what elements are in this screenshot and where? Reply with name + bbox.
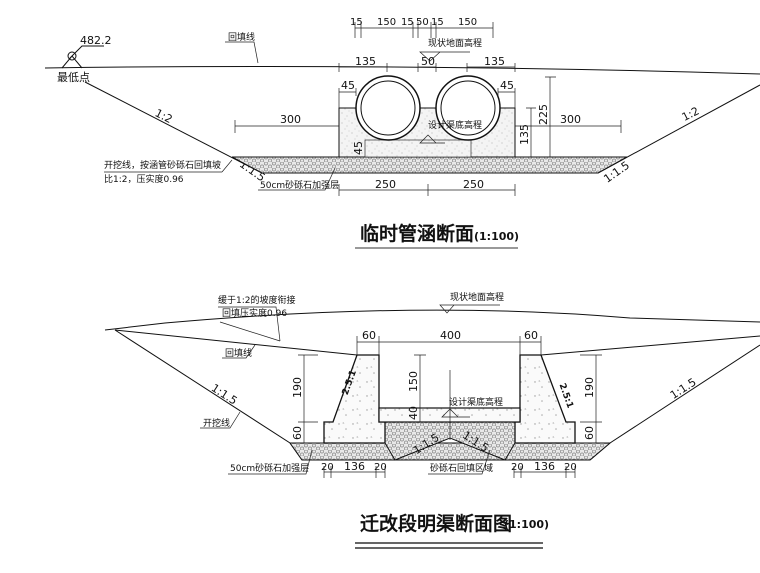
elevation-marker-icon [61, 45, 104, 69]
culvert-pipe-left [355, 75, 421, 141]
dim-20: 20 [374, 462, 387, 473]
dim-45-left: 45 [341, 79, 355, 92]
dim-250-right: 250 [463, 178, 484, 191]
left-excavation-line [114, 329, 303, 461]
right-fill-line [540, 335, 760, 356]
gravel-layer-label: 50cm砂砾石加强层 [260, 179, 339, 191]
slope-left-upper: 1:2 [153, 106, 175, 126]
dim-190-left: 190 [291, 377, 304, 398]
design-elevation-icon [441, 408, 470, 418]
ground-line [44, 65, 760, 75]
right-excavation-line [589, 344, 760, 461]
gravel-layer [231, 156, 628, 174]
dim-150: 150 [407, 371, 420, 392]
left-fill-line [114, 329, 358, 356]
dim-15: 15 [431, 17, 444, 28]
channel-section-scale: (1:100) [504, 518, 549, 531]
dim-45-right: 45 [500, 79, 514, 92]
elevation-triangle-icon [439, 304, 500, 314]
dim-20: 20 [511, 462, 524, 473]
ground-elevation-label: 现状地面高程 [428, 37, 482, 49]
dim-136: 136 [534, 460, 555, 473]
dim-45-vertical: 45 [352, 141, 365, 155]
culvert-pipe-right [435, 75, 501, 141]
dim-190-right: 190 [583, 377, 596, 398]
culvert-section-scale: (1:100) [474, 230, 519, 243]
design-elevation-icon [419, 134, 445, 144]
dim-135-left: 135 [355, 55, 376, 68]
excavation-line-label: 开挖线 [203, 417, 230, 429]
dim-50: 50 [416, 17, 429, 28]
dim-40: 40 [407, 406, 420, 420]
dim-15: 15 [401, 17, 414, 28]
channel-section-title: 迁改段明渠断面图 [360, 512, 512, 535]
dim-250-left: 250 [375, 178, 396, 191]
slope-right-upper: 1:2 [680, 104, 702, 124]
dim-150: 150 [458, 17, 477, 28]
slope-left: 1:1.5 [209, 381, 240, 407]
dim-60-left-vertical: 60 [291, 426, 304, 440]
elevation-value: 482.2 [80, 34, 112, 47]
top-dimension-chain: 15 150 15 50 15 150 [350, 17, 494, 38]
culvert-section-title: 临时管涵断面 [360, 222, 474, 245]
gravel-layer-label: 50cm砂砾石加强层 [230, 462, 309, 474]
dim-400: 400 [440, 329, 461, 342]
fill-line-label: 回填线 [228, 31, 255, 43]
dim-60-right-vertical: 60 [583, 426, 596, 440]
slope-right: 1:1.5 [668, 376, 699, 402]
transition-note: 缓于1:2的坡度衔接 [218, 294, 296, 306]
channel-section: 现状地面高程 缓于1:2的坡度衔接 回填压实度0.96 回填线 开挖线 1:1.… [104, 291, 760, 549]
elevation-triangle-icon [419, 51, 470, 62]
gravel-layer [289, 442, 612, 461]
left-retaining-wall [323, 354, 386, 444]
dim-15: 15 [350, 17, 363, 28]
dim-50-gap: 50 [421, 55, 435, 68]
culvert-section: 482.2 最低点 回填线 1:2 1:2 1:1.5 1:1.5 15 150… [44, 17, 760, 249]
dim-300-left: 300 [280, 113, 301, 126]
design-bottom-label: 设计渠底高程 [428, 119, 482, 131]
ground-elevation-label: 现状地面高程 [450, 291, 504, 303]
dim-60-right: 60 [524, 329, 538, 342]
dim-135-right: 135 [484, 55, 505, 68]
ground-line [104, 309, 760, 331]
dim-20: 20 [321, 462, 334, 473]
excavation-note-line1: 开挖线，按涵管砂砾石回填坡 [104, 159, 221, 171]
design-bottom-label: 设计渠底高程 [449, 396, 503, 408]
channel-floor [378, 407, 521, 423]
lowest-point-label: 最低点 [57, 71, 90, 84]
dim-60-left: 60 [362, 329, 376, 342]
dim-150: 150 [377, 17, 396, 28]
compaction-note: 回填压实度0.96 [222, 307, 287, 319]
dim-300-right: 300 [560, 113, 581, 126]
dim-135-vertical: 135 [518, 124, 531, 145]
dim-136: 136 [344, 460, 365, 473]
dim-20: 20 [564, 462, 577, 473]
dim-225: 225 [537, 104, 550, 125]
excavation-note-line2: 比1:2，压实度0.96 [104, 173, 184, 185]
gravel-fill-area-label: 砂砾石回填区域 [430, 462, 493, 474]
fill-line-label: 回填线 [225, 347, 252, 359]
